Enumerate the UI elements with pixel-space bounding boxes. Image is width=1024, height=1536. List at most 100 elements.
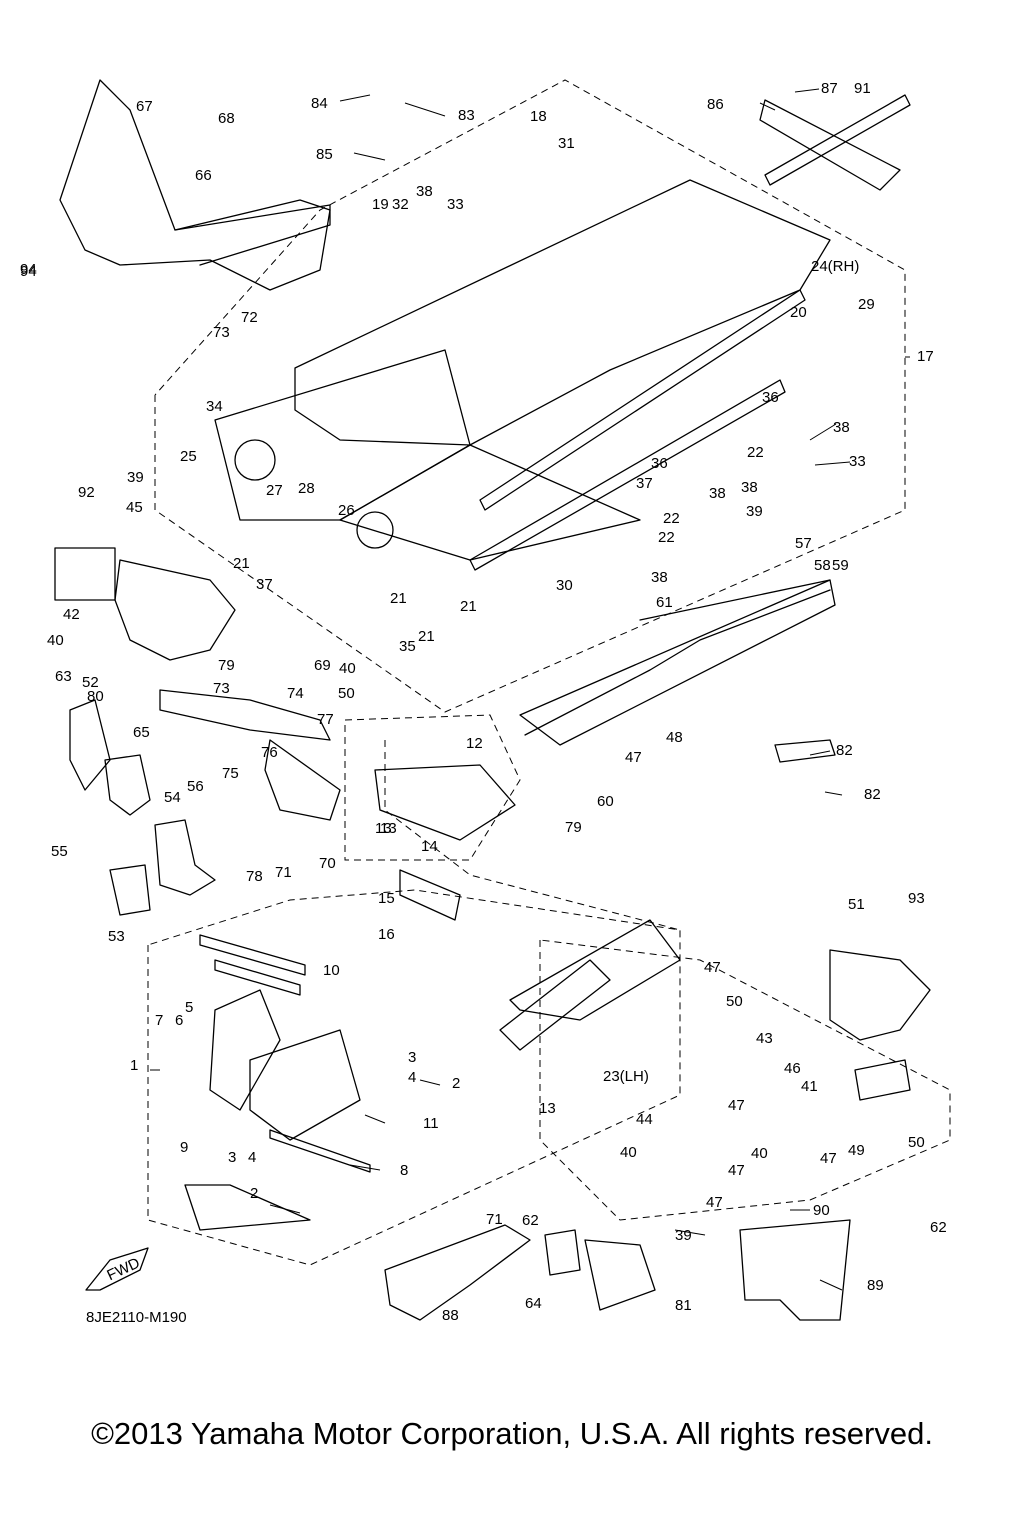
callout-label: 37 — [636, 475, 653, 492]
bracket-88 — [759, 99, 901, 191]
callout-label: 65 — [133, 724, 150, 741]
callout-label: 47 — [820, 1150, 837, 1167]
guard-65 — [69, 699, 111, 791]
leader-line — [419, 1079, 441, 1086]
callout-label: 19 — [372, 196, 389, 213]
callout-label: 92 — [78, 484, 95, 501]
group-12-outline — [344, 714, 521, 861]
callout-label: 37 — [256, 576, 273, 593]
callout-label: 35 — [399, 638, 416, 655]
callout-label: 26 — [338, 502, 355, 519]
leader-line — [353, 152, 386, 161]
callout-label: 57 — [795, 535, 812, 552]
leader-line — [759, 102, 776, 111]
leader-line — [674, 1229, 706, 1236]
callout-label: 29 — [858, 296, 875, 313]
steering-support — [509, 919, 681, 1021]
callout-label: 41 — [801, 1078, 818, 1095]
plate-43 — [854, 1059, 911, 1101]
front-bumper-arm — [174, 204, 331, 266]
diagram-code: 8JE2110-M190 — [86, 1309, 187, 1326]
plate-15 — [184, 1184, 311, 1231]
callout-label: 1 — [130, 1057, 138, 1074]
chassis-hole-left — [234, 439, 276, 481]
bar-93 — [764, 94, 911, 186]
callout-label: 86 — [707, 96, 724, 113]
callout-label: 82 — [864, 786, 881, 803]
callout-label: 52 — [82, 674, 99, 691]
callout-label: 17 — [917, 348, 934, 365]
callout-label: 68 — [218, 110, 235, 127]
leader-line — [794, 88, 820, 93]
callout-label: 40 — [620, 1144, 637, 1161]
exhaust-90 — [384, 1224, 531, 1321]
pan-12 — [374, 764, 516, 841]
callout-label: 33 — [849, 453, 866, 470]
callout-label: 4 — [408, 1069, 416, 1086]
callout-label: 91 — [854, 80, 871, 97]
shaft-10 — [199, 934, 306, 976]
callout-label: 13 — [380, 820, 397, 837]
chassis-frame — [294, 179, 831, 446]
callout-label: 42 — [63, 606, 80, 623]
callout-label: 3 — [228, 1149, 236, 1166]
callout-label: 82 — [836, 742, 853, 759]
leader-line — [809, 750, 831, 756]
callout-label: 76 — [261, 744, 278, 761]
callout-label: 79 — [218, 657, 235, 674]
bracket-2 — [249, 1029, 361, 1141]
callout-label: 34 — [206, 398, 223, 415]
group-20-outline — [154, 79, 906, 713]
callout-label: 73 — [213, 680, 230, 697]
callout-label: 39 — [127, 469, 144, 486]
callout-label: 40 — [47, 632, 64, 649]
callout-label: 67 — [136, 98, 153, 115]
leader-line — [819, 1279, 843, 1291]
callout-label: 60 — [597, 793, 614, 810]
callout-label: 10 — [323, 962, 340, 979]
callout-label: 13 — [539, 1100, 556, 1117]
callout-label: 61 — [656, 594, 673, 611]
callout-label: 3 — [408, 1049, 416, 1066]
callout-label: 71 — [486, 1211, 503, 1228]
callout-label: 5 — [185, 999, 193, 1016]
callout-label: 28 — [298, 480, 315, 497]
callout-label: 45 — [126, 499, 143, 516]
callout-label: 54 — [164, 789, 181, 806]
callout-label: 87 — [821, 80, 838, 97]
callout-label: 70 — [319, 855, 336, 872]
chassis-rail-right — [479, 289, 806, 511]
callout-label: 43 — [756, 1030, 773, 1047]
callout-label: 2 — [250, 1185, 258, 1202]
callout-label: 62 — [522, 1212, 539, 1229]
mount-77 — [264, 739, 341, 821]
callout-label: 39 — [746, 503, 763, 520]
leader-line — [404, 102, 446, 117]
callout-label: 49 — [848, 1142, 865, 1159]
plate-83 — [774, 739, 836, 763]
callout-label: 27 — [266, 482, 283, 499]
callout-label: 18 — [530, 108, 547, 125]
callout-label: 94 — [20, 261, 37, 278]
gusset-rail — [524, 589, 831, 736]
callout-label: 94 — [20, 263, 37, 280]
bracket-5 — [209, 989, 281, 1111]
callout-label: 4 — [248, 1149, 256, 1166]
callout-label: 39 — [675, 1227, 692, 1244]
callout-label: 38 — [709, 485, 726, 502]
callout-label: 50 — [726, 993, 743, 1010]
leader-line — [814, 461, 851, 466]
callout-label: 64 — [525, 1295, 542, 1312]
callout-label: 11 — [423, 1115, 439, 1132]
callout-label: 50 — [908, 1134, 925, 1151]
part-64 — [584, 1239, 656, 1311]
callout-label: 38 — [651, 569, 668, 586]
callout-label: 74 — [287, 685, 304, 702]
mount-56 — [154, 819, 216, 896]
callout-label: 73 — [213, 324, 230, 341]
callout-label: 77 — [317, 711, 334, 728]
callout-label: 69 — [314, 657, 331, 674]
callout-label: 22 — [747, 444, 764, 461]
callout-label: 22 — [658, 529, 675, 546]
callout-label: 84 — [311, 95, 328, 112]
